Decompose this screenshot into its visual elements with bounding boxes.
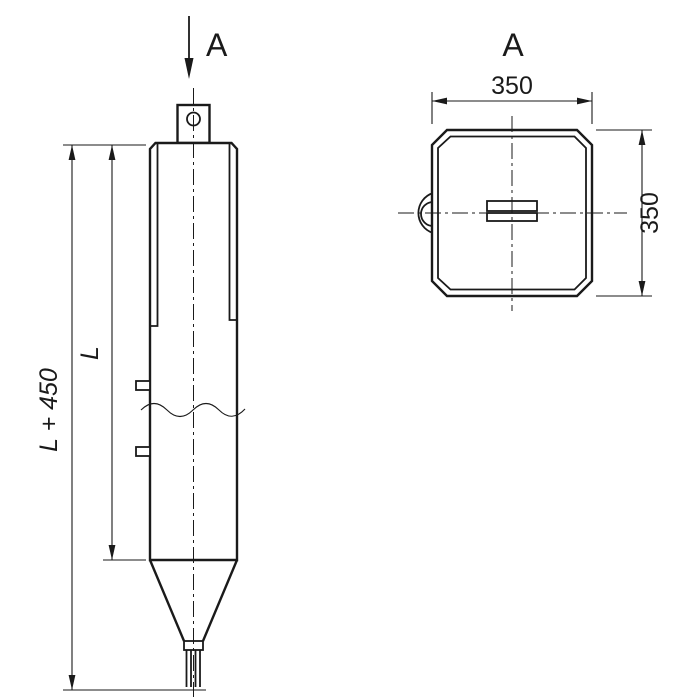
side-tab-lower: [135, 446, 151, 457]
dim-width-label: 350: [491, 72, 533, 100]
dimension-width: 350: [431, 72, 593, 124]
dimension-height: 350: [596, 129, 664, 297]
break-line: [140, 402, 246, 418]
dim-arrowhead-up-icon: [68, 145, 76, 160]
dimension-shaft-length: L: [76, 145, 146, 561]
section-view-a: A 350 350: [398, 27, 664, 311]
dim-arrowhead-up-icon: [108, 145, 116, 160]
side-tab-upper: [135, 380, 151, 391]
dim-arrowhead-up-icon: [638, 130, 646, 145]
sleeve-edge-left: [150, 144, 159, 327]
dim-arrowhead-down-icon: [638, 281, 646, 296]
dim-arrowhead-right-icon: [577, 97, 592, 105]
dim-arrowhead-down-icon: [68, 675, 76, 690]
lifting-loop-inner: [420, 201, 434, 227]
cross-section-inner: [437, 135, 587, 291]
sleeve-edge-right: [228, 144, 237, 321]
dim-arrowhead-left-icon: [432, 97, 447, 105]
dim-height-label: 350: [636, 192, 664, 234]
dim-arrowhead-down-icon: [108, 545, 116, 560]
front-view: A L + 450: [35, 16, 246, 697]
view-direction-arrow-head-icon: [184, 58, 194, 79]
tip-edge-left: [148, 559, 186, 642]
dim-length-label: L: [76, 346, 104, 360]
dimension-total-length: L + 450: [35, 144, 206, 691]
section-label: A: [502, 27, 524, 63]
view-arrow-label: A: [206, 27, 228, 63]
dim-total-label: L + 450: [35, 368, 63, 452]
tip-edge-right: [201, 559, 239, 642]
